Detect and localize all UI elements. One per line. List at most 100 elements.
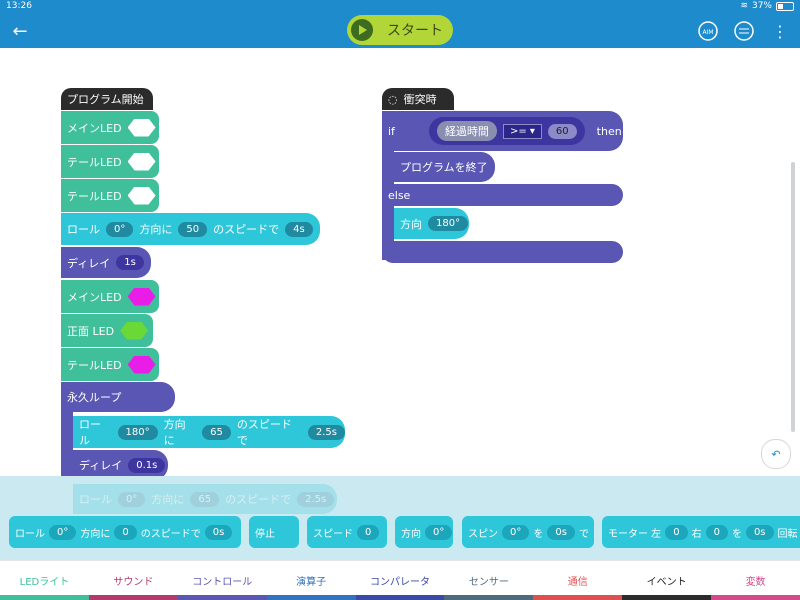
block-label: スピード bbox=[313, 528, 353, 540]
aim-icon[interactable]: AIM bbox=[696, 19, 720, 43]
end-program-block[interactable]: プログラムを終了 bbox=[394, 152, 495, 182]
tab-label: 変数 bbox=[745, 577, 766, 588]
color-swatch[interactable] bbox=[127, 152, 156, 171]
if-label: if bbox=[388, 124, 395, 138]
tail-led-block-1[interactable]: テールLED bbox=[61, 145, 159, 178]
sensor-icon[interactable] bbox=[732, 19, 756, 43]
color-swatch[interactable] bbox=[127, 186, 156, 205]
tab-7[interactable]: イベント bbox=[622, 561, 712, 600]
left-motor-input[interactable]: 0 bbox=[665, 524, 688, 540]
program-start-hat[interactable]: プログラム開始 bbox=[61, 88, 153, 110]
block-label: テールLED bbox=[67, 358, 122, 372]
block-label: 方向に bbox=[163, 418, 186, 447]
delay-block-2[interactable]: ディレイ 0.1s bbox=[73, 450, 168, 480]
main-led-block-1[interactable]: メインLED bbox=[61, 111, 159, 144]
block-label: ディレイ bbox=[79, 459, 123, 472]
operator-dropdown[interactable]: >= ▾ bbox=[502, 123, 542, 139]
palette-heading-block[interactable]: 方向 0° bbox=[395, 516, 453, 548]
wifi-icon: ≋ bbox=[740, 1, 748, 11]
speed-input[interactable]: 0 bbox=[114, 524, 137, 540]
condition-value-input[interactable]: 60 bbox=[547, 123, 577, 139]
undo-icon[interactable]: ↶ bbox=[761, 439, 791, 469]
palette-speed-block[interactable]: スピード 0 bbox=[307, 516, 387, 548]
program-start-label: プログラム開始 bbox=[67, 93, 144, 106]
color-swatch[interactable] bbox=[127, 355, 156, 374]
else-label: else bbox=[388, 188, 411, 202]
back-arrow-icon[interactable]: ← bbox=[12, 20, 28, 42]
block-label: 右 bbox=[691, 528, 702, 540]
block-label: を bbox=[731, 528, 742, 540]
angle-input[interactable]: 0° bbox=[502, 524, 530, 540]
block-label: のスピードで bbox=[225, 493, 292, 506]
heading-input[interactable]: 180° bbox=[428, 216, 469, 231]
block-label: のスピードで bbox=[236, 418, 292, 447]
color-swatch[interactable] bbox=[127, 118, 156, 137]
time-input[interactable]: 0s bbox=[745, 524, 774, 540]
tab-2[interactable]: コントロール bbox=[177, 561, 267, 600]
delay-block-1[interactable]: ディレイ 1s bbox=[61, 247, 151, 278]
angle-input[interactable]: 0° bbox=[106, 221, 134, 237]
tab-3[interactable]: 演算子 bbox=[266, 561, 356, 600]
block-label: で bbox=[578, 528, 589, 540]
tab-8[interactable]: 変数 bbox=[711, 561, 800, 600]
start-label: スタート bbox=[387, 23, 443, 39]
tab-0[interactable]: LEDライト bbox=[0, 561, 89, 600]
delay-time-input[interactable]: 1s bbox=[116, 255, 144, 270]
time-input[interactable]: 2.5s bbox=[307, 424, 345, 440]
block-label: ロール bbox=[79, 418, 101, 447]
roll-block-1[interactable]: ロール 0° 方向に 50 のスピードで 4s bbox=[61, 213, 320, 245]
tab-6[interactable]: 通信 bbox=[533, 561, 623, 600]
vertical-scrollbar[interactable] bbox=[791, 162, 795, 432]
angle-input[interactable]: 0° bbox=[49, 524, 77, 540]
roll-block-3[interactable]: ロール 0° 方向に 65 のスピードで 2.5s bbox=[73, 484, 337, 514]
time-input[interactable]: 0s bbox=[204, 524, 233, 540]
tab-1[interactable]: サウンド bbox=[88, 561, 178, 600]
front-led-block[interactable]: 正面 LED bbox=[61, 314, 153, 347]
palette-spin-block[interactable]: スピン 0° を 0s で bbox=[462, 516, 594, 548]
right-motor-input[interactable]: 0 bbox=[705, 524, 728, 540]
elapsed-time-reporter[interactable]: 経過時間 bbox=[436, 121, 497, 141]
heading-block[interactable]: 方向 180° bbox=[394, 208, 469, 239]
block-label: 方向 bbox=[401, 528, 421, 540]
condition-block[interactable]: 経過時間 >= ▾ 60 bbox=[428, 117, 585, 145]
palette-roll-block[interactable]: ロール 0° 方向に 0 のスピードで 0s bbox=[9, 516, 241, 548]
tab-4[interactable]: コンパレータ bbox=[355, 561, 445, 600]
palette-stop-block[interactable]: 停止 bbox=[249, 516, 299, 548]
collision-hat[interactable]: ◌ 衝突時 bbox=[382, 88, 454, 110]
speed-input[interactable]: 65 bbox=[202, 424, 231, 440]
color-swatch[interactable] bbox=[127, 287, 156, 306]
main-led-block-2[interactable]: メインLED bbox=[61, 280, 159, 313]
block-label: のスピードで bbox=[213, 223, 280, 236]
status-right: ≋ 37% bbox=[740, 1, 794, 11]
block-label: メインLED bbox=[67, 290, 122, 304]
roll-block-2[interactable]: ロール 180° 方向に 65 のスピードで 2.5s bbox=[73, 416, 345, 448]
else-row: else bbox=[382, 184, 623, 206]
time-input[interactable]: 0s bbox=[547, 524, 575, 540]
tab-color-bar bbox=[533, 595, 623, 600]
then-label: then bbox=[596, 124, 622, 138]
forever-loop-block[interactable]: 永久ループ bbox=[61, 382, 175, 412]
delay-time-input[interactable]: 0.1s bbox=[128, 457, 166, 473]
block-label: ディレイ bbox=[67, 256, 111, 270]
tail-led-block-3[interactable]: テールLED bbox=[61, 348, 159, 381]
tab-5[interactable]: センサー bbox=[444, 561, 534, 600]
speed-input[interactable]: 0 bbox=[357, 524, 380, 540]
tab-label: コンパレータ bbox=[370, 577, 430, 588]
time-input[interactable]: 2.5s bbox=[297, 491, 335, 507]
speed-input[interactable]: 65 bbox=[190, 491, 220, 507]
if-block[interactable]: if 経過時間 >= ▾ 60 then bbox=[382, 111, 623, 151]
start-button[interactable]: スタート bbox=[347, 15, 453, 45]
tail-led-block-2[interactable]: テールLED bbox=[61, 179, 159, 212]
more-menu-icon[interactable]: ⋮ bbox=[772, 21, 788, 41]
heading-input[interactable]: 0° bbox=[425, 524, 453, 540]
time-input[interactable]: 4s bbox=[285, 221, 313, 237]
color-swatch[interactable] bbox=[120, 321, 149, 340]
angle-input[interactable]: 180° bbox=[117, 424, 158, 440]
tab-color-bar bbox=[88, 595, 178, 600]
collision-label: 衝突時 bbox=[403, 93, 437, 106]
angle-input[interactable]: 0° bbox=[118, 491, 146, 507]
tab-label: LEDライト bbox=[19, 577, 70, 588]
palette-motor-block[interactable]: モーター 左 0 右 0 を 0s 回転 bbox=[602, 516, 800, 548]
block-label: テールLED bbox=[67, 189, 122, 203]
speed-input[interactable]: 50 bbox=[178, 221, 208, 237]
